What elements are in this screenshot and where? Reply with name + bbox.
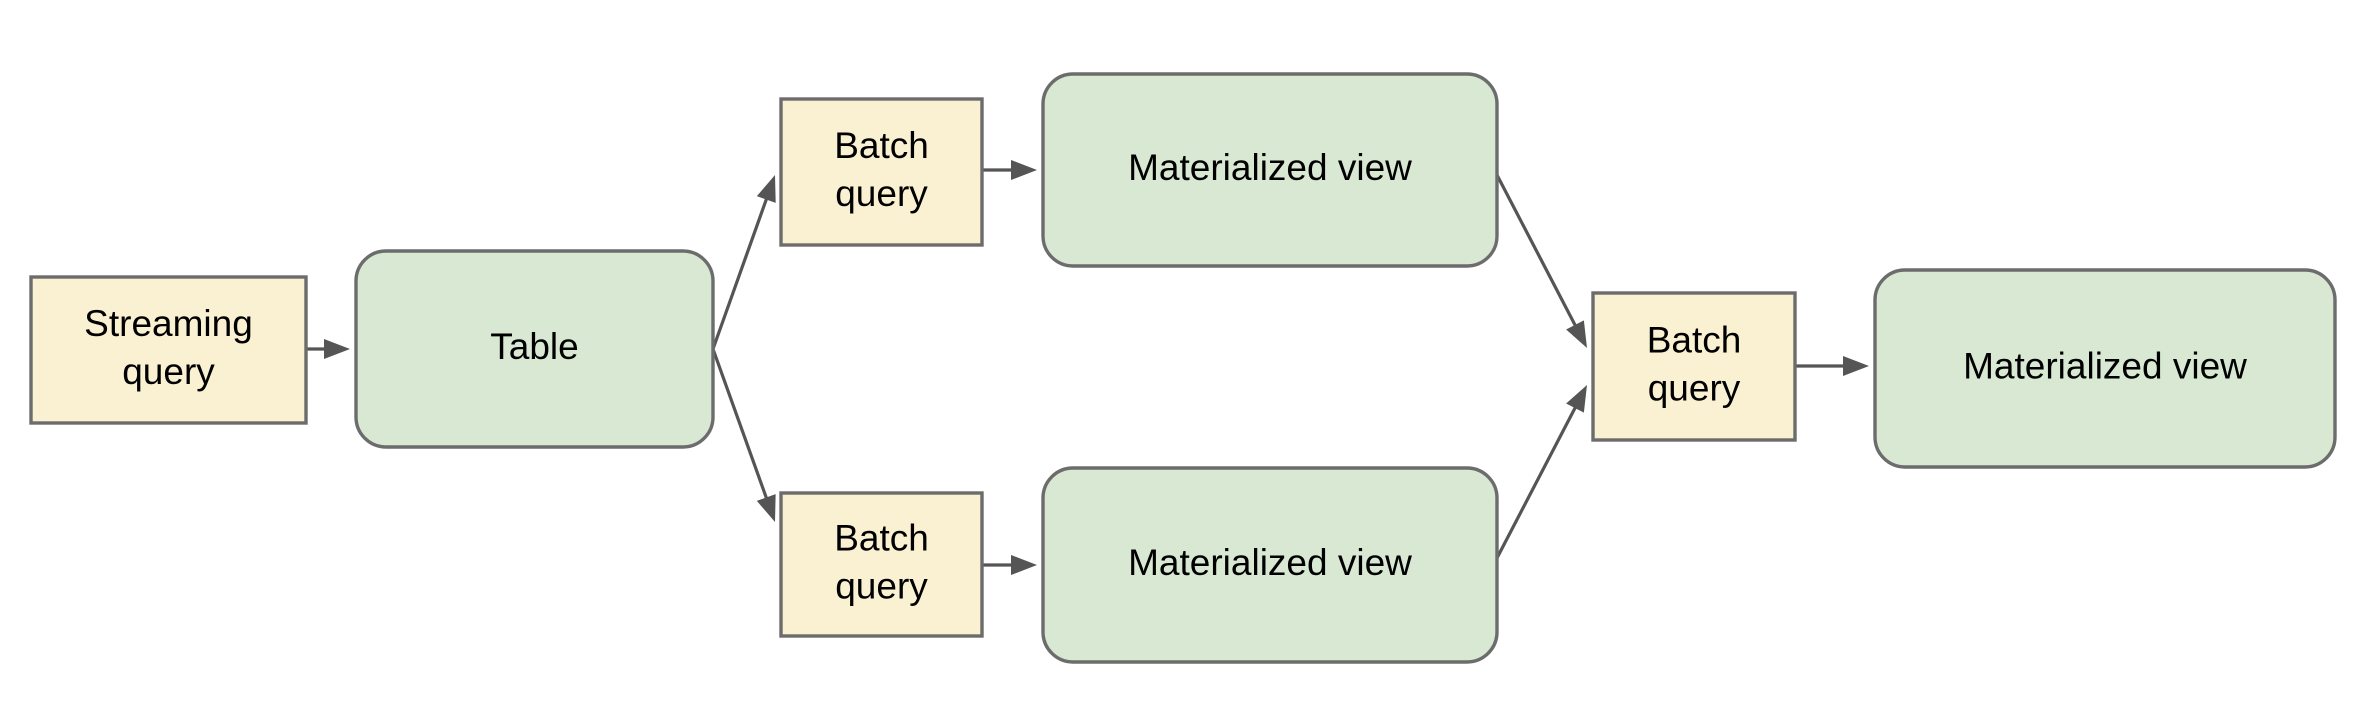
node-label: Batch bbox=[834, 517, 929, 558]
node-shape[interactable] bbox=[1041, 466, 1499, 664]
node-shape[interactable] bbox=[1041, 72, 1499, 268]
edge-arrowhead-icon bbox=[1011, 555, 1037, 575]
edge-batch-query-bottom-to-materialized-view-bottom bbox=[982, 555, 1037, 575]
node-label: Materialized view bbox=[1128, 542, 1412, 583]
edge-batch-query-join-to-materialized-view-final bbox=[1795, 356, 1869, 376]
node-label: query bbox=[835, 173, 928, 214]
edge-materialized-view-top-to-batch-query-join bbox=[1495, 174, 1587, 348]
nodes-layer: StreamingqueryTableBatchqueryMaterialize… bbox=[29, 72, 2337, 664]
edge-arrowhead-icon bbox=[324, 339, 350, 359]
node-label: query bbox=[1648, 367, 1741, 408]
edge-streaming-query-to-table bbox=[306, 339, 350, 359]
node-shape[interactable] bbox=[779, 491, 984, 638]
edge-table-to-batch-query-top bbox=[711, 175, 776, 350]
node-label: query bbox=[122, 351, 215, 392]
edge-arrowhead-icon bbox=[1566, 385, 1587, 413]
node-shape[interactable] bbox=[1873, 268, 2337, 469]
node-batch-query-join[interactable]: Batch query bbox=[1591, 291, 1797, 442]
node-label: query bbox=[835, 565, 928, 606]
edge-arrowhead-icon bbox=[1566, 320, 1587, 348]
node-label: Batch bbox=[834, 125, 929, 166]
edge-arrowhead-icon bbox=[756, 494, 776, 522]
node-label: Materialized view bbox=[1128, 147, 1412, 188]
node-materialized-view-final[interactable]: Materialized view bbox=[1873, 268, 2337, 469]
node-label: Batch bbox=[1647, 319, 1742, 360]
node-shape[interactable] bbox=[1591, 291, 1797, 442]
node-label: Materialized view bbox=[1963, 345, 2247, 386]
edge-batch-query-top-to-materialized-view-top bbox=[982, 160, 1037, 180]
node-streaming-query[interactable]: Streaming query bbox=[29, 275, 308, 425]
node-batch-query-bottom[interactable]: Batch query bbox=[779, 491, 984, 638]
node-shape[interactable] bbox=[29, 275, 308, 425]
node-label: Streaming bbox=[84, 303, 253, 344]
node-table[interactable]: Table bbox=[354, 249, 715, 449]
node-materialized-view-top[interactable]: Materialized view bbox=[1041, 72, 1499, 268]
node-label: Table bbox=[490, 326, 578, 367]
node-shape[interactable] bbox=[779, 97, 984, 247]
edge-arrowhead-icon bbox=[1011, 160, 1037, 180]
edge-line bbox=[711, 197, 769, 350]
edge-arrowhead-icon bbox=[1843, 356, 1869, 376]
edge-line bbox=[1495, 405, 1578, 559]
edge-line bbox=[1495, 174, 1578, 328]
edge-table-to-batch-query-bottom bbox=[711, 348, 776, 522]
edge-line bbox=[711, 348, 769, 500]
node-materialized-view-bottom[interactable]: Materialized view bbox=[1041, 466, 1499, 664]
edge-arrowhead-icon bbox=[756, 175, 776, 203]
node-batch-query-top[interactable]: Batch query bbox=[779, 97, 984, 247]
edge-materialized-view-bottom-to-batch-query-join bbox=[1495, 385, 1587, 559]
node-shape[interactable] bbox=[354, 249, 715, 449]
edges-layer bbox=[306, 160, 1869, 575]
